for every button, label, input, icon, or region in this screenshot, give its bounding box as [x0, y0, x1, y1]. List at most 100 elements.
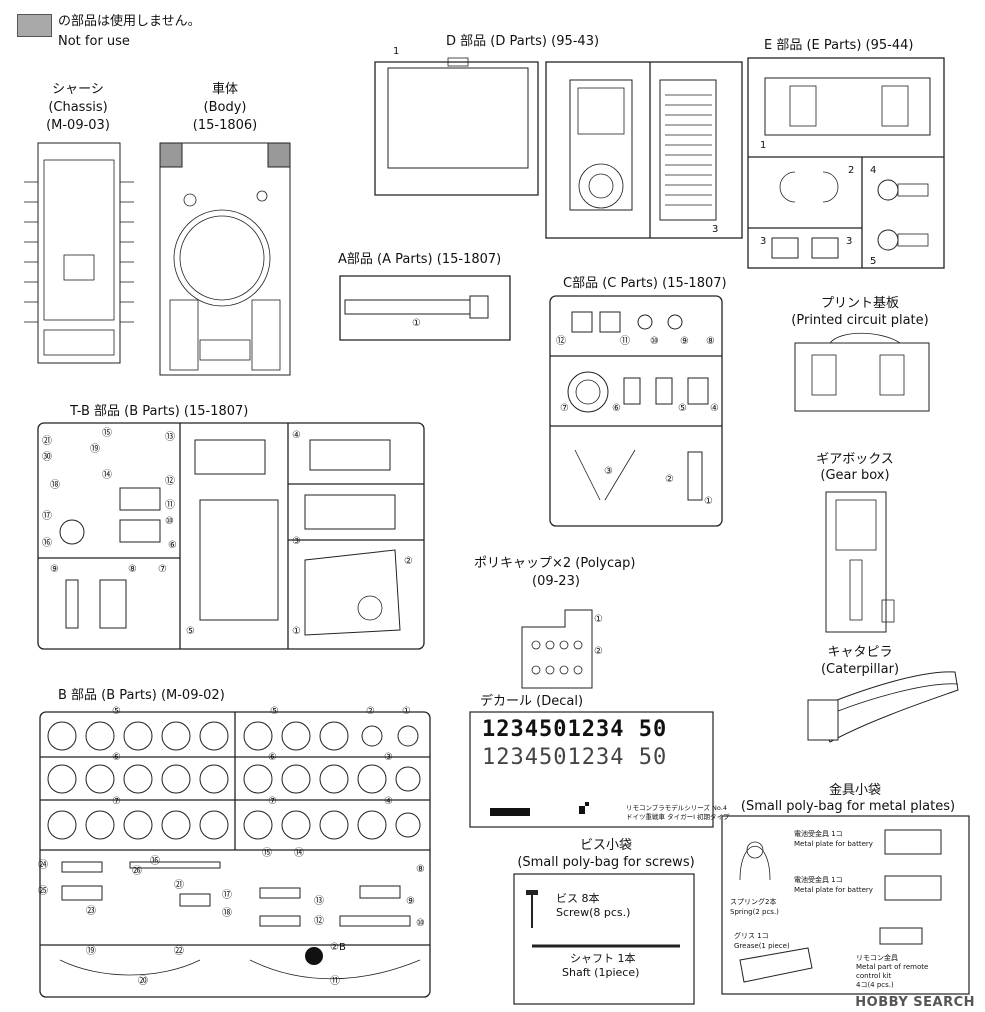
b-part-num: ⑫ [314, 916, 324, 927]
polycap-num-2: ② [594, 646, 603, 657]
tb-part-num: ⑭ [102, 470, 112, 481]
grease-label-jp: グリス 1コ [734, 932, 769, 940]
spring-label-jp: スプリング2本 [730, 898, 777, 906]
tb-part-num: ③ [292, 536, 301, 547]
battery-plate-1-en: Metal plate for battery [794, 840, 873, 848]
b-part-num: ㉖ [132, 866, 142, 877]
b-part-num: ㉔ [38, 860, 48, 871]
tb-part-num: ㉑ [42, 436, 52, 447]
c-part-num: ③ [604, 466, 613, 477]
screw-bag [513, 873, 695, 1005]
pcb-label-jp: プリント基板 [820, 296, 899, 311]
b-part-num: ③ [384, 752, 393, 763]
b-part-num: ⑯ [150, 856, 160, 867]
c-part-num: ⑨ [680, 336, 689, 347]
chassis-drawing [24, 142, 134, 364]
b-part-num: ⑰ [222, 890, 232, 901]
decal-sheet [469, 711, 714, 828]
caterpillar-label-en: (Caterpillar) [820, 662, 900, 677]
e-part-num-4: 4 [870, 165, 877, 176]
b-part-num: ② [366, 706, 375, 717]
screw-bag-label-jp: ビス小袋 [579, 838, 632, 853]
c-part-num: ② [665, 474, 674, 485]
tb-part-num: ⑰ [42, 511, 52, 522]
chassis-code: (M-09-03) [46, 118, 110, 133]
c-parts-drawing [549, 295, 723, 527]
c-part-num: ⑦ [560, 403, 569, 414]
caterpillar-drawing [807, 671, 959, 743]
b-part-num: ⑬ [314, 896, 324, 907]
d-parts-drawing [374, 57, 743, 239]
battery-plate-2-jp: 電池受金具 1コ [794, 876, 843, 884]
b-parts-title: B 部品 (B Parts) (M-09-02) [58, 688, 225, 703]
c-part-num: ⑥ [612, 403, 621, 414]
b-part-num: ⑦ [112, 796, 121, 807]
d-part-num-1: 1 [393, 46, 400, 57]
b-part-num: ㉕ [38, 886, 48, 897]
battery-plate-1-jp: 電池受金具 1コ [794, 830, 843, 838]
legend-en: Not for use [58, 34, 130, 49]
decal-row-1: 1234501234 50 [482, 717, 668, 742]
polycap-code: (09-23) [532, 574, 580, 589]
gearbox-label-jp: ギアボックス [816, 452, 894, 467]
b-part-num: ⑥ [268, 752, 277, 763]
c-part-num: ④ [710, 403, 719, 414]
tb-part-num: ⑱ [50, 480, 60, 491]
e-part-num-3a: 3 [760, 236, 767, 247]
a-parts-title: A部品 (A Parts) (15-1807) [338, 252, 502, 267]
legend-jp: の部品は使用しません。 [58, 14, 201, 29]
tb-part-num: ⑫ [165, 476, 175, 487]
tb-part-num: ⑤ [186, 626, 195, 637]
screw-label-jp: ビス 8本 [556, 892, 600, 905]
e-part-num-3b: 3 [846, 236, 853, 247]
body-drawing [159, 142, 291, 376]
e-part-num-1: 1 [760, 140, 767, 151]
not-for-use-swatch [17, 14, 52, 37]
tb-parts-title: T-B 部品 (B Parts) (15-1807) [70, 404, 249, 419]
b-part-num: ⑲ [86, 946, 96, 957]
e-part-num-5: 5 [870, 256, 877, 267]
tb-part-num: ㉚ [42, 452, 52, 463]
decal-note-1: リモコンプラモデルシリーズ No.4 [626, 804, 727, 812]
battery-plate-2-en: Metal plate for battery [794, 886, 873, 894]
tb-part-num: ⑧ [128, 564, 137, 575]
tb-part-num: ① [292, 626, 301, 637]
tb-part-num: ⑨ [50, 564, 59, 575]
pcb-label-en: (Printed circuit plate) [791, 313, 929, 328]
spring-label-en: Spring(2 pcs.) [730, 908, 779, 916]
b-part-num: ②B [330, 942, 346, 953]
tb-part-num: ⑬ [165, 432, 175, 443]
tb-part-num: ⑦ [158, 564, 167, 575]
c-part-num: ⑪ [620, 336, 630, 347]
metal-bag [721, 815, 970, 995]
decal-note-2: ドイツ重戦車 タイガーⅠ 初期タイプ [626, 813, 730, 821]
d-part-num-3: 3 [712, 224, 719, 235]
chassis-label-jp: シャーシ [52, 82, 104, 97]
e-parts-title: E 部品 (E Parts) (95-44) [764, 38, 914, 53]
c-part-num: ① [704, 496, 713, 507]
b-part-num: ⑧ [416, 864, 425, 875]
tb-part-num: ⑥ [168, 540, 177, 551]
a-parts-drawing [339, 275, 511, 341]
tb-part-num: ② [404, 556, 413, 567]
gearbox-label-en: (Gear box) [820, 468, 890, 483]
polycap-num-1: ① [594, 614, 603, 625]
metal-bag-label-en: (Small poly-bag for metal plates) [740, 799, 956, 814]
b-part-num: ① [402, 706, 411, 717]
b-part-num: ⑩ [416, 918, 425, 929]
rc-metal-en-2: control kit [856, 972, 892, 980]
d-parts-title: D 部品 (D Parts) (95-43) [446, 34, 600, 49]
b-part-num: ⑮ [262, 848, 272, 859]
watermark: HOBBY SEARCH [855, 995, 975, 1010]
b-part-num: ⑱ [222, 908, 232, 919]
caterpillar-label-jp: キャタピラ [827, 645, 893, 660]
pcb-drawing [794, 332, 930, 412]
b-part-num: ⑥ [112, 752, 121, 763]
b-part-num: ⑤ [270, 706, 279, 717]
tb-part-num: ④ [292, 430, 301, 441]
c-part-num: ⑧ [706, 336, 715, 347]
tb-part-num: ⑮ [102, 428, 112, 439]
decal-title: デカール (Decal) [480, 694, 584, 709]
b-part-num: ㉒ [174, 946, 184, 957]
tb-parts-drawing [37, 422, 425, 650]
